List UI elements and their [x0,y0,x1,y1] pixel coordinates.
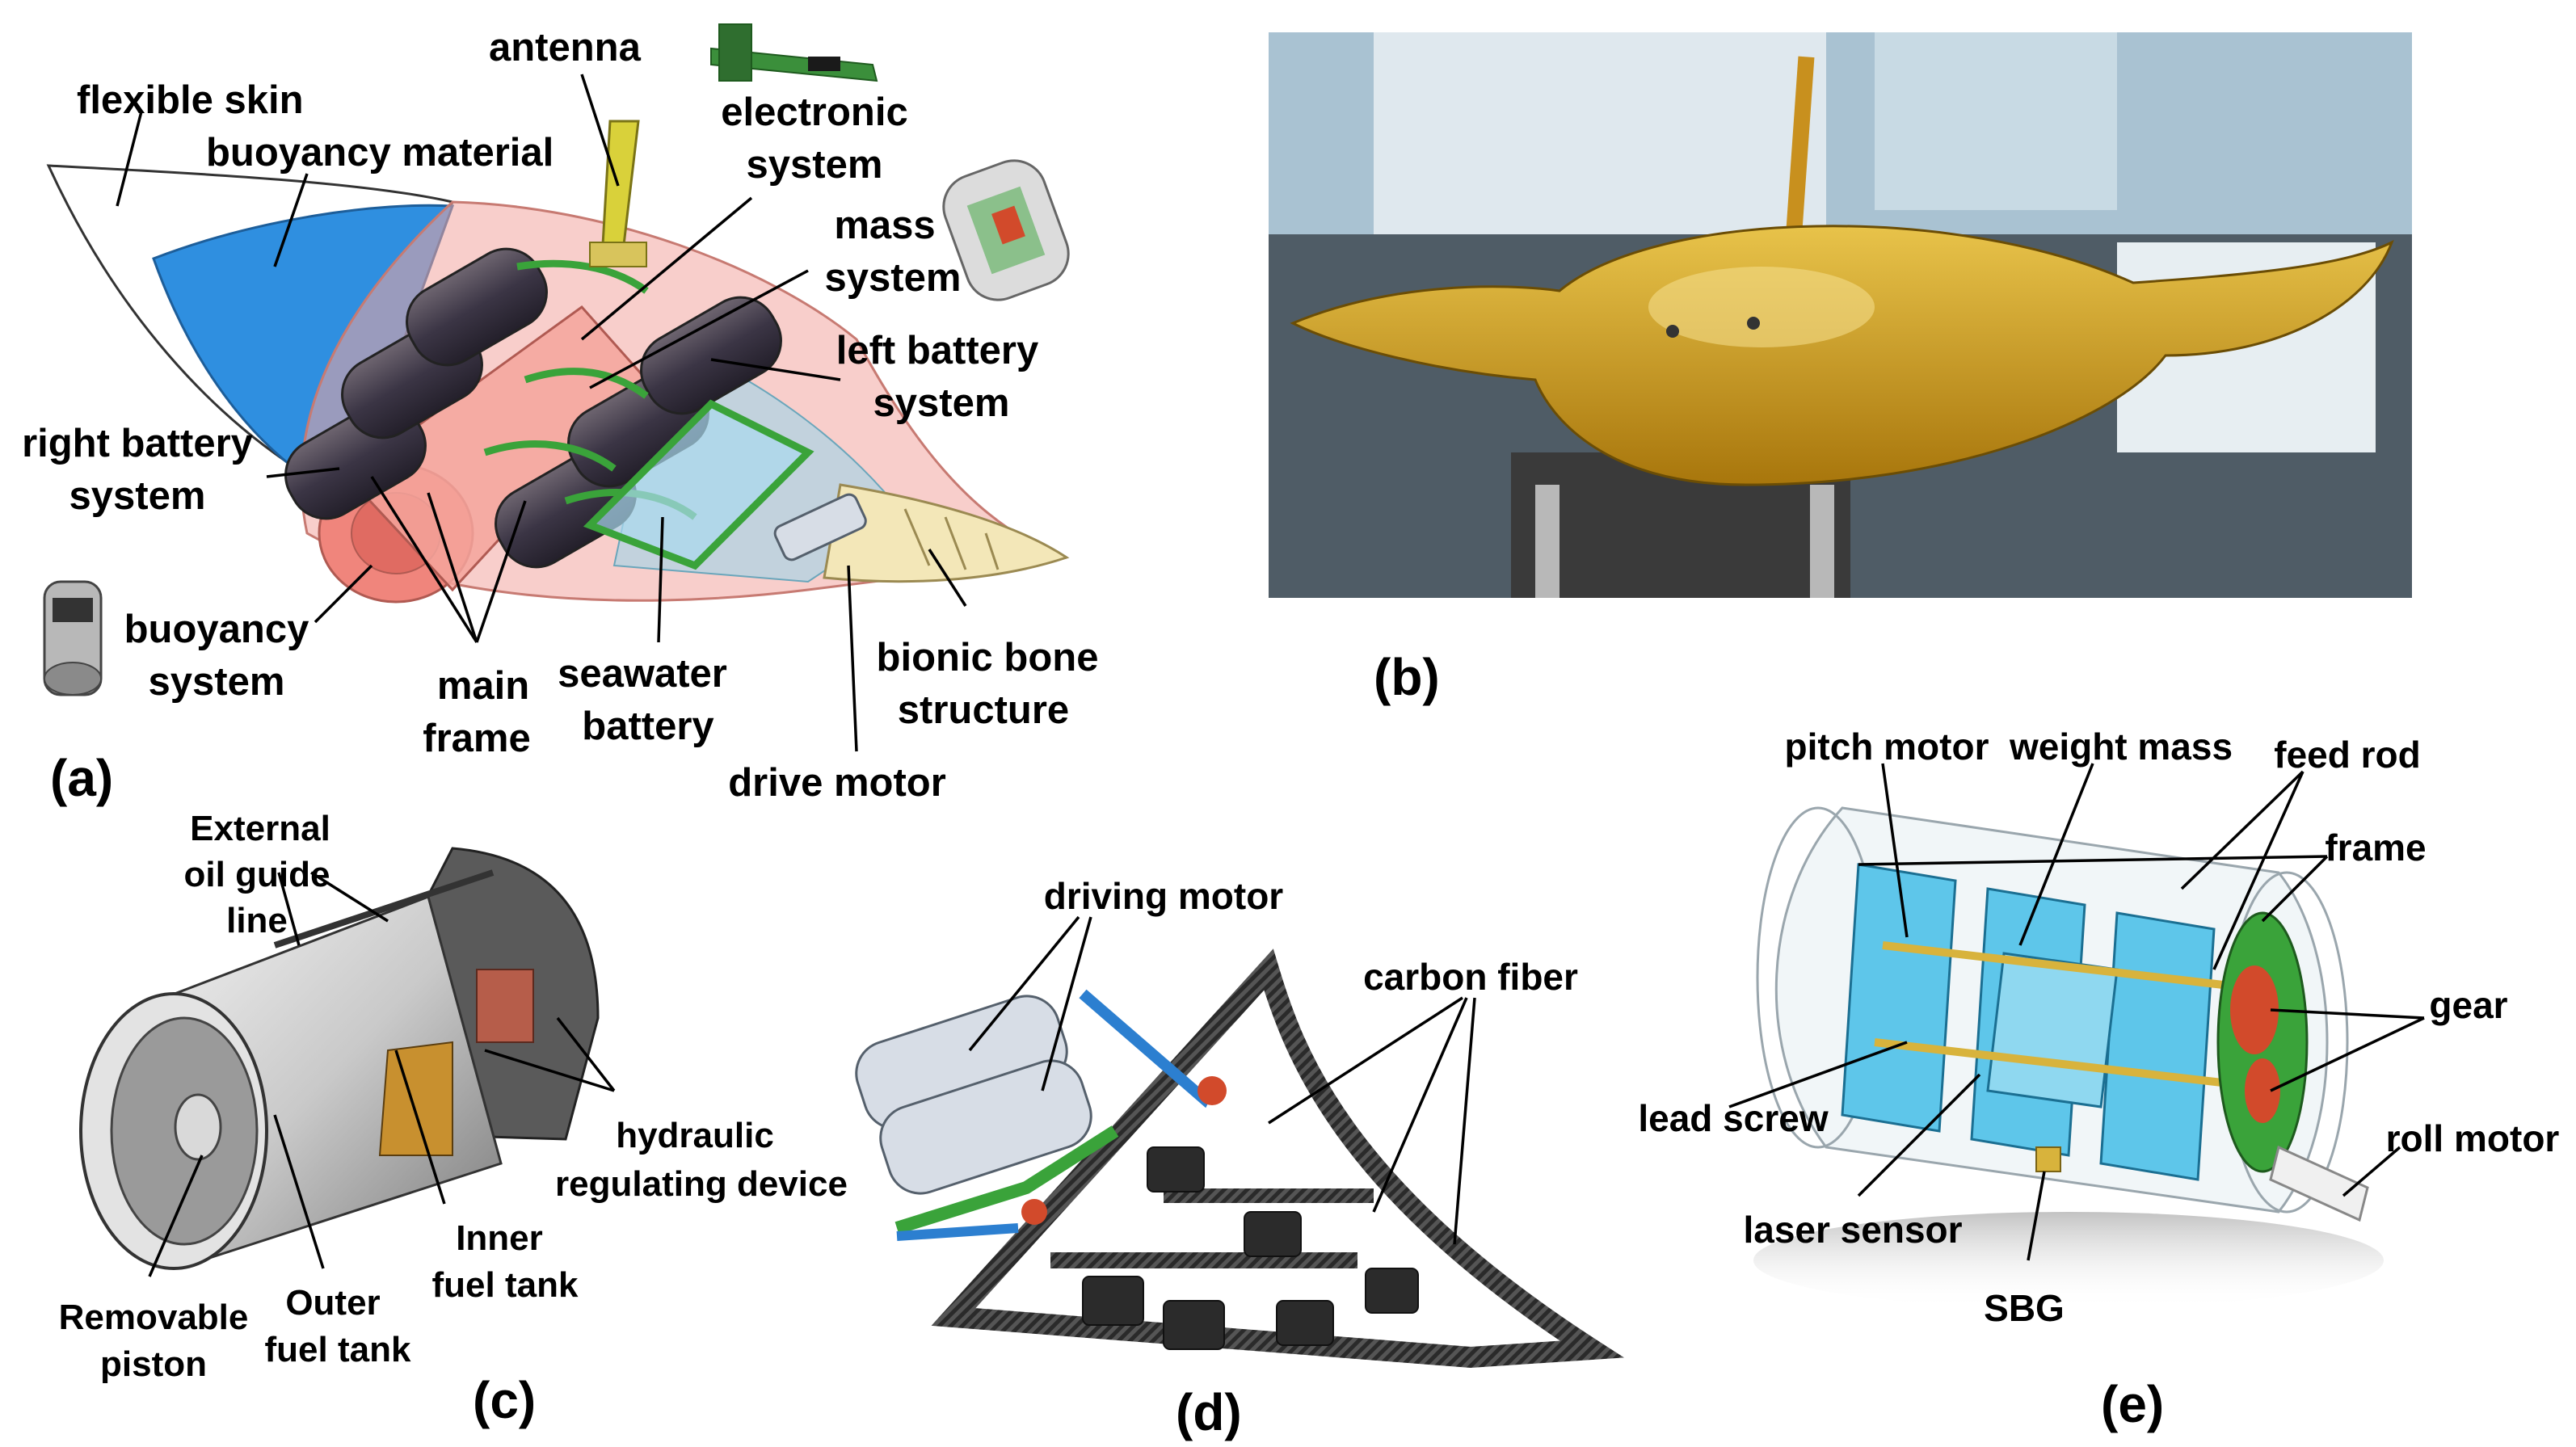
label-seawater-battery-l2: battery [582,705,713,748]
right-battery-barrels [284,247,548,520]
panel-c-leader-lines [148,871,616,1277]
label-outer-fuel-tank-l1: Outer [285,1283,380,1323]
label-bionic-bone-structure-l1: bionic bone [877,636,1099,679]
label-feed-rod: feed rod [2274,734,2420,776]
label-antenna: antenna [489,26,642,69]
label-mass-system-l1: mass [834,204,935,247]
label-laser-sensor: laser sensor [1743,1209,1962,1251]
panel-a-labels: flexible skin buoyancy material antenna … [22,26,1098,805]
label-left-battery-system-l2: system [873,381,1010,425]
seawater-battery-frame [583,399,814,570]
electronic-system-inset [710,23,878,82]
label-electronic-system-l1: electronic [721,90,907,134]
label-roll-motor: roll motor [2386,1117,2560,1159]
oil-guide-line [273,869,495,949]
label-bionic-bone-structure-l2: structure [898,688,1069,732]
label-inner-fuel-tank-l1: Inner [456,1218,543,1258]
panel-c-tag: (c) [473,1371,536,1429]
label-buoyancy-system-l1: buoyancy [124,608,309,651]
label-main-frame-l1: main [437,664,529,708]
label-mass-system-l2: system [825,256,962,300]
panel-b: (b) [1269,32,2412,706]
label-external-l1: External [190,809,330,848]
label-right-battery-system-l1: right battery [22,422,253,465]
driving-motor-body [855,995,1092,1195]
label-sbg: SBG [1984,1287,2065,1329]
mass-system-render [1753,806,2384,1309]
roll-motor-shaft [2269,1145,2369,1222]
bone-ribs [903,508,1000,570]
label-carbon-fiber: carbon fiber [1363,956,1578,998]
label-pitch-motor: pitch motor [1785,726,1989,768]
panel-b-tag: (b) [1374,648,1440,706]
carbon-fiber-fin [931,949,1625,1369]
panel-e: pitch motor weight mass feed rod frame g… [1638,726,2559,1433]
panel-e-labels: pitch motor weight mass feed rod frame g… [1638,726,2559,1329]
glider-cutaway-illustration [46,120,1070,604]
label-drive-motor: drive motor [728,761,946,805]
panel-d-labels: driving motor carbon fiber [1044,875,1578,998]
bionic-bone-tail [823,483,1070,583]
panel-a-leader-lines [116,74,967,752]
mass-system-inset [942,159,1070,301]
label-seawater-battery-l1: seawater [558,652,727,696]
label-removable-piston-l1: Removable [59,1298,249,1337]
glider-photo [1269,32,2412,598]
label-gear: gear [2429,984,2507,1026]
panel-a: flexible skin buoyancy material antenna … [22,23,1098,807]
label-hydraulic-l2: regulating device [555,1164,848,1204]
panel-c: External oil guide line hydraulic regula… [59,809,848,1429]
label-external-l2: oil guide [184,855,330,894]
label-lead-screw: lead screw [1638,1097,1828,1139]
lead-screws [1874,941,2231,1087]
label-outer-fuel-tank-l2: fuel tank [265,1330,411,1369]
drive-motor-body [773,493,867,562]
label-right-battery-system-l2: system [69,474,206,518]
panel-a-tag: (a) [50,749,113,807]
panel-d: driving motor carbon fiber (d) [855,875,1625,1441]
panel-c-labels: External oil guide line hydraulic regula… [59,809,848,1384]
label-buoyancy-material: buoyancy material [206,131,554,175]
left-battery-barrels [495,296,782,569]
label-left-battery-system-l1: left battery [836,329,1039,372]
panel-e-tag: (e) [2101,1375,2164,1433]
label-hydraulic-l1: hydraulic [616,1116,774,1155]
label-flexible-skin: flexible skin [77,78,304,122]
panel-d-leader-lines [968,915,1476,1245]
fin-structure-render [855,949,1625,1369]
glider-body-photo [1290,225,2394,486]
label-removable-piston-l2: piston [100,1344,207,1384]
end-gear-plate [2216,911,2309,1173]
panel-d-tag: (d) [1176,1383,1242,1441]
label-main-frame-l2: frame [423,717,530,760]
label-electronic-system-l2: system [747,143,883,187]
buoyancy-system-inset [43,580,103,696]
label-driving-motor: driving motor [1044,875,1284,917]
hydraulic-block [476,969,534,1043]
label-buoyancy-system-l2: system [149,660,285,704]
label-external-l3: line [226,901,288,940]
fin-pads [1082,1146,1419,1350]
buoyancy-engine-render [79,847,600,1270]
weight-mass-block [1986,952,2119,1108]
panel-e-leader-lines [1728,763,2425,1261]
label-weight-mass: weight mass [2009,726,2233,768]
label-frame: frame [2325,827,2426,869]
label-inner-fuel-tank-l2: fuel tank [432,1265,579,1305]
